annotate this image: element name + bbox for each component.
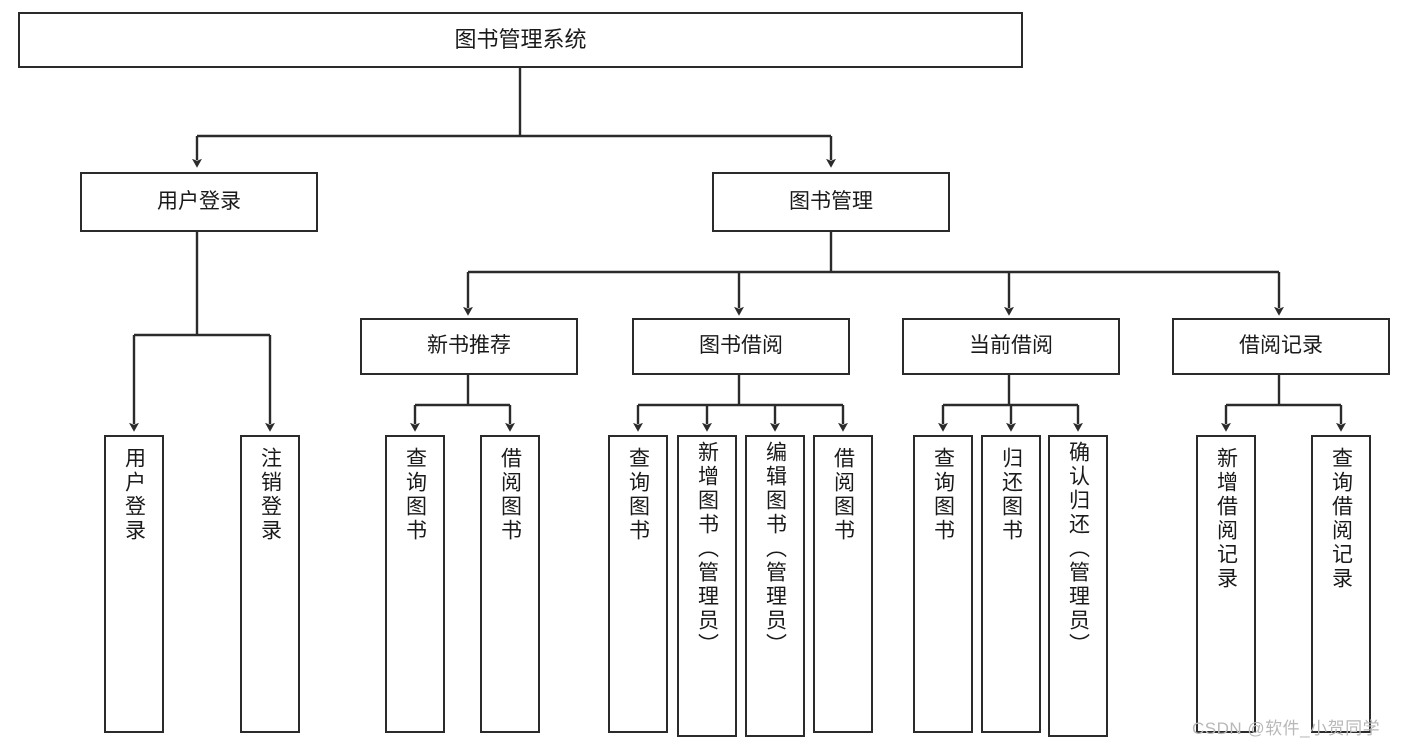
node-leaf-borrow-book-2[interactable]: 借阅图书 [813, 435, 873, 733]
node-leaf-confirm-return[interactable]: 确认归还（管理员） [1048, 435, 1108, 737]
node-book-borrow[interactable]: 图书借阅 [632, 318, 850, 375]
edges-borrowrecord-to-leaves [1221, 375, 1346, 432]
node-leaf-logout-login-label: 注销登录 [258, 447, 282, 543]
node-leaf-borrow-book-1-label: 借阅图书 [498, 447, 522, 543]
node-leaf-add-book[interactable]: 新增图书（管理员） [677, 435, 737, 737]
node-root[interactable]: 图书管理系统 [18, 12, 1023, 68]
node-new-book-recommend[interactable]: 新书推荐 [360, 318, 578, 375]
node-leaf-return-book[interactable]: 归还图书 [981, 435, 1041, 733]
node-leaf-add-record[interactable]: 新增借阅记录 [1196, 435, 1256, 733]
node-borrow-record[interactable]: 借阅记录 [1172, 318, 1390, 375]
csdn-watermark: CSDN @软件_小贺同学 [1192, 719, 1381, 738]
node-leaf-return-book-label: 归还图书 [999, 447, 1023, 543]
node-leaf-query-book-2[interactable]: 查询图书 [608, 435, 668, 733]
node-book-borrow-label: 图书借阅 [699, 334, 783, 358]
node-leaf-query-book-3[interactable]: 查询图书 [913, 435, 973, 733]
node-user-login[interactable]: 用户登录 [80, 172, 318, 232]
node-book-manage-label: 图书管理 [789, 189, 873, 213]
node-leaf-borrow-book-2-label: 借阅图书 [831, 447, 855, 543]
node-leaf-edit-book[interactable]: 编辑图书（管理员） [745, 435, 805, 737]
node-leaf-query-record[interactable]: 查询借阅记录 [1311, 435, 1371, 733]
edges-currentborrow-to-leaves [938, 375, 1083, 432]
edges-bookmanage-to-level3 [463, 232, 1284, 316]
node-leaf-confirm-return-label: 确认归还（管理员） [1066, 441, 1090, 657]
node-leaf-add-record-label: 新增借阅记录 [1214, 447, 1238, 591]
node-leaf-query-book-1[interactable]: 查询图书 [385, 435, 445, 733]
node-leaf-query-book-2-label: 查询图书 [626, 447, 650, 543]
node-leaf-logout-login[interactable]: 注销登录 [240, 435, 300, 733]
edges-newbook-to-leaves [410, 375, 515, 432]
node-leaf-user-login[interactable]: 用户登录 [104, 435, 164, 733]
node-leaf-borrow-book-1[interactable]: 借阅图书 [480, 435, 540, 733]
edges-bookborrow-to-leaves [633, 375, 848, 432]
node-root-label: 图书管理系统 [454, 27, 587, 53]
node-leaf-query-record-label: 查询借阅记录 [1329, 447, 1353, 591]
node-user-login-label: 用户登录 [157, 189, 241, 213]
node-current-borrow[interactable]: 当前借阅 [902, 318, 1120, 375]
node-borrow-record-label: 借阅记录 [1239, 334, 1323, 358]
edges-userlogin-to-leaves [129, 232, 275, 432]
edges-root-to-level2 [192, 68, 836, 168]
node-new-book-recommend-label: 新书推荐 [427, 334, 511, 358]
node-leaf-query-book-1-label: 查询图书 [403, 447, 427, 543]
node-current-borrow-label: 当前借阅 [969, 334, 1053, 358]
node-leaf-add-book-label: 新增图书（管理员） [695, 441, 719, 657]
node-book-manage[interactable]: 图书管理 [712, 172, 950, 232]
node-leaf-user-login-label: 用户登录 [122, 447, 146, 543]
node-leaf-query-book-3-label: 查询图书 [931, 447, 955, 543]
node-leaf-edit-book-label: 编辑图书（管理员） [763, 441, 787, 657]
